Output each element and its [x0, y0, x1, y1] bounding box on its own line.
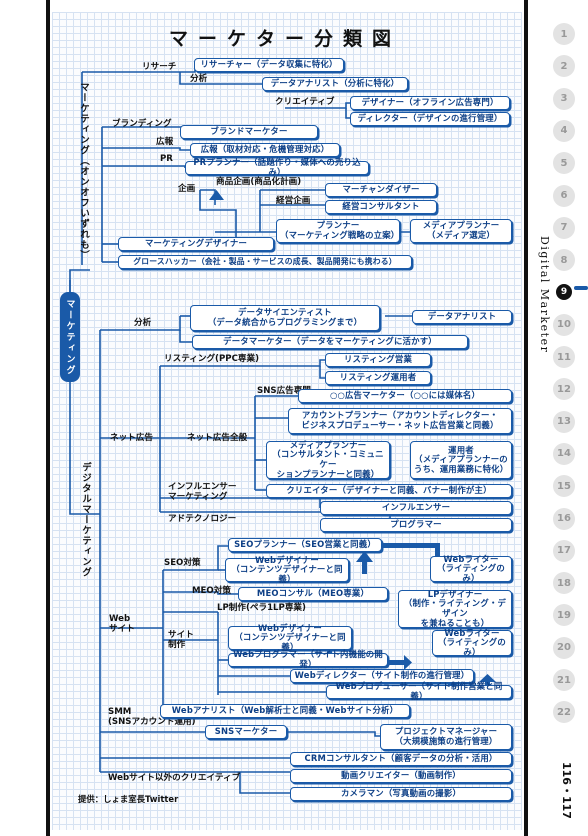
branch-pr-media: 広報	[156, 137, 174, 147]
root-pill: マーケティング	[60, 292, 80, 382]
box-influencer: インフルエンサー	[320, 501, 512, 515]
page-number-2: 2	[553, 55, 575, 78]
box-programmer: プログラマー	[320, 518, 512, 532]
branch-smm: SMM (SNSアカウント運用)	[108, 707, 196, 728]
box-web-producer: Webプロデューサー（サイト制作営業と同義）	[326, 682, 512, 701]
box-listing-ops: リスティング運用者	[325, 371, 431, 385]
page-number-14: 14	[553, 442, 575, 465]
box-web-director: Webディレクター（サイト制作の進行管理）	[290, 669, 474, 683]
box-meo-consul: MEOコンサル（MEO専業）	[238, 587, 388, 601]
box-seo-planner: SEOプランナー（SEO営業と同義）	[228, 538, 382, 552]
page-number-16: 16	[553, 507, 575, 530]
side-title: Digital Marketer	[538, 236, 551, 354]
branch-planning: 企画	[178, 184, 196, 194]
page-number-15: 15	[553, 475, 575, 498]
branch-product-planning: 商品企画(商品化計画)	[216, 177, 302, 187]
branch-branding: ブランディング	[112, 119, 172, 129]
box-project-manager: プロジェクトマネージャー （大規模施策の進行管理）	[380, 724, 512, 750]
page-number-1: 1	[553, 23, 575, 45]
box-account-planner: アカウントプランナー（アカウントディレクター・ ビジネスプロデューサー・ネット広…	[288, 408, 512, 434]
right-border	[524, 0, 528, 836]
branch-lp: LP制作(ペラ1LP専業)	[217, 603, 306, 613]
box-merchandiser: マーチャンダイザー	[325, 183, 437, 197]
page-number-10: 10	[553, 313, 575, 336]
box-designer: デザイナー（オフライン広告専門）	[350, 96, 510, 110]
box-data-analyst: データアナリスト（分析に特化）	[262, 77, 408, 91]
branch-meo: MEO対策	[192, 586, 231, 596]
page-number-6: 6	[553, 184, 575, 207]
box-media-planner: メディアプランナー （メディア選定）	[410, 219, 512, 243]
branch-analysis: 分析	[190, 74, 208, 84]
spread-page-numbers: 116・117	[560, 762, 573, 819]
box-researcher: リサーチャー（データ収集に特化）	[194, 58, 344, 72]
box-pr-planner: PRプランナー（話題作り・媒体への売り込み）	[185, 158, 369, 177]
branch-research: リサーチ	[142, 62, 177, 72]
branch-web-site: Web サイト	[109, 614, 135, 635]
box-lp-designer: LPデザイナー （制作・ライティング・デザイン を兼ねることも）	[398, 589, 512, 628]
credit-text: 提供：しょま室長Twitter	[78, 794, 179, 804]
branch-creative: クリエイティブ	[275, 97, 335, 107]
page-number-22: 22	[553, 701, 575, 724]
branch-pr: PR	[160, 154, 173, 164]
box-web-designer-site: Webデザイナー （コンテンツデザイナーと同義）	[228, 623, 352, 652]
box-web-programmer: Webプログラマー（サイト内機能の開発）	[228, 650, 388, 669]
box-sns-marketer: SNSマーケター	[205, 725, 287, 739]
bottom-category-label: デジタルマーケティング	[80, 462, 91, 578]
branch-seo: SEO対策	[164, 558, 201, 568]
box-video-creator: 動画クリエイター（動画制作）	[290, 769, 512, 783]
box-crm-consultant: CRMコンサルタント（顧客データの分析・活用）	[290, 752, 512, 766]
box-creator: クリエイター（デザイナーと同義、バナー制作が主）	[266, 484, 512, 498]
box-data-marketer: データマーケター（データをマーケティングに活かす）	[192, 335, 468, 349]
page-title: マーケター分類図	[168, 28, 401, 50]
box-data-scientist: データサイエンティスト （データ統合からプログラミングまで）	[190, 305, 380, 331]
page-number-8: 8	[553, 249, 575, 272]
branch-listing: リスティング(PPC専業)	[164, 354, 259, 364]
box-media-planner2: メディアプランナー （コンサルタント・コミュニケー ションプランナーと同義）	[266, 440, 390, 479]
page-number-18: 18	[553, 572, 575, 595]
branch-analysis2: 分析	[134, 318, 152, 328]
box-brand-marketer: ブランドマーケター	[180, 125, 318, 139]
top-category-label: マーケティング（オンオフいずれも）	[78, 82, 89, 261]
page-number-12: 12	[553, 378, 575, 401]
branch-sns-ad: SNS広告専門	[257, 386, 311, 396]
branch-net-ad-all: ネット広告全般	[187, 433, 248, 443]
page-number-9: 9	[556, 284, 572, 301]
box-xx-ad-marketer: ○○広告マーケター（○○には媒体名）	[298, 389, 512, 403]
box-listing-sales: リスティング営業	[325, 353, 431, 367]
box-web-writer: Webライター （ライティングのみ）	[430, 554, 512, 583]
page-number-11: 11	[553, 346, 575, 368]
page-number-17: 17	[553, 539, 575, 562]
page-number-5: 5	[553, 152, 575, 175]
page-number-13: 13	[553, 410, 575, 433]
box-web-analyst: Webアナリスト（Web解析士と同義・Webサイト分析）	[160, 704, 410, 718]
page-number-20: 20	[553, 636, 575, 659]
branch-other-creative: Webサイト以外のクリエイティブ	[108, 773, 241, 783]
page-number-7: 7	[553, 216, 575, 239]
branch-net-ad: ネット広告	[110, 433, 153, 443]
box-growth-hacker: グロースハッカー（会社・製品・サービスの成長、製品開発にも携わる）	[118, 255, 412, 269]
page-number-21: 21	[553, 669, 575, 691]
current-page-tab	[574, 286, 588, 290]
page-number-3: 3	[553, 87, 575, 110]
left-border	[46, 0, 50, 836]
box-cameraman: カメラマン（写真動画の撮影）	[290, 787, 512, 801]
box-operator: 運用者 （メディアプランナーの うち、運用業務に特化）	[410, 441, 512, 479]
branch-site-make: サイト 制作	[168, 630, 194, 651]
box-web-designer: Webデザイナー （コンテンツデザイナーと同義）	[225, 555, 349, 584]
page-number-4: 4	[553, 119, 575, 142]
page-number-19: 19	[553, 604, 575, 627]
branch-adtech: アドテクノロジー	[168, 514, 237, 524]
branch-management: 経営企画	[276, 196, 311, 206]
box-web-writer-site: Webライター （ライティングのみ）	[432, 628, 512, 657]
box-mgmt-consultant: 経営コンサルタント	[325, 200, 437, 214]
box-planner: プランナー （マーケティング戦略の立案）	[276, 219, 400, 243]
box-mkt-designer: マーケティングデザイナー	[118, 237, 274, 251]
box-data-analyst2: データアナリスト	[412, 310, 512, 324]
box-director: ディレクター（デザインの進行管理）	[350, 112, 510, 126]
branch-influencer-mkt: インフルエンサー マーケティング	[168, 482, 237, 503]
box-pr-person: 広報（取材対応・危機管理対応）	[190, 143, 340, 157]
